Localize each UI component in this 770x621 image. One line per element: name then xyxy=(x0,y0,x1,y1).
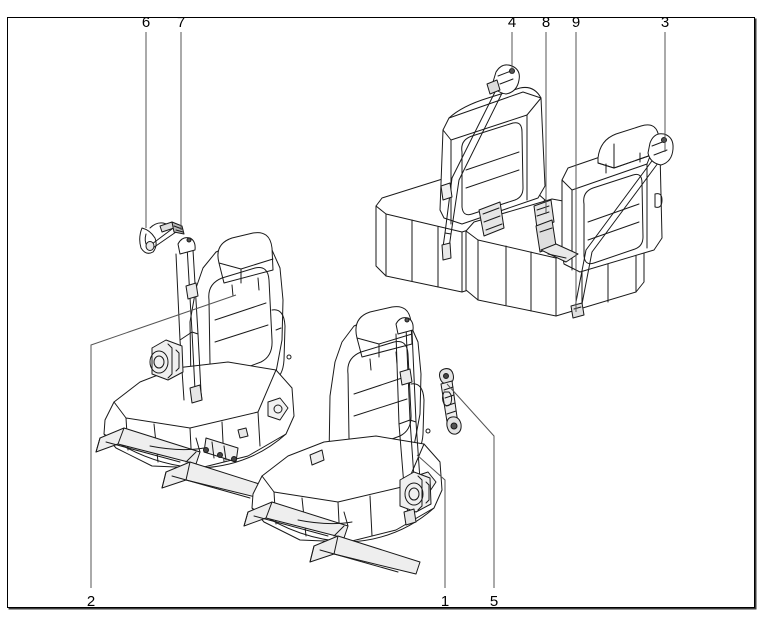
callout-label-4[interactable]: 4 xyxy=(507,14,517,31)
callout-label-9[interactable]: 9 xyxy=(571,14,581,31)
callout-label-8[interactable]: 8 xyxy=(541,14,551,31)
rear-seat-assembly-region[interactable] xyxy=(370,60,680,330)
callout-label-1[interactable]: 1 xyxy=(440,593,450,610)
callout-label-2[interactable]: 2 xyxy=(86,593,96,610)
callout-label-6[interactable]: 6 xyxy=(141,14,151,31)
leader-line-1 xyxy=(416,454,446,588)
hardware-group-region[interactable] xyxy=(135,218,190,260)
leader-line-5 xyxy=(446,383,495,588)
pretensioner-region[interactable] xyxy=(435,365,467,440)
callout-label-7[interactable]: 7 xyxy=(176,14,186,31)
front-seat-right-region[interactable] xyxy=(245,300,450,580)
callout-label-5[interactable]: 5 xyxy=(489,593,499,610)
callout-label-3[interactable]: 3 xyxy=(660,14,670,31)
leader-line-2 xyxy=(90,294,237,588)
